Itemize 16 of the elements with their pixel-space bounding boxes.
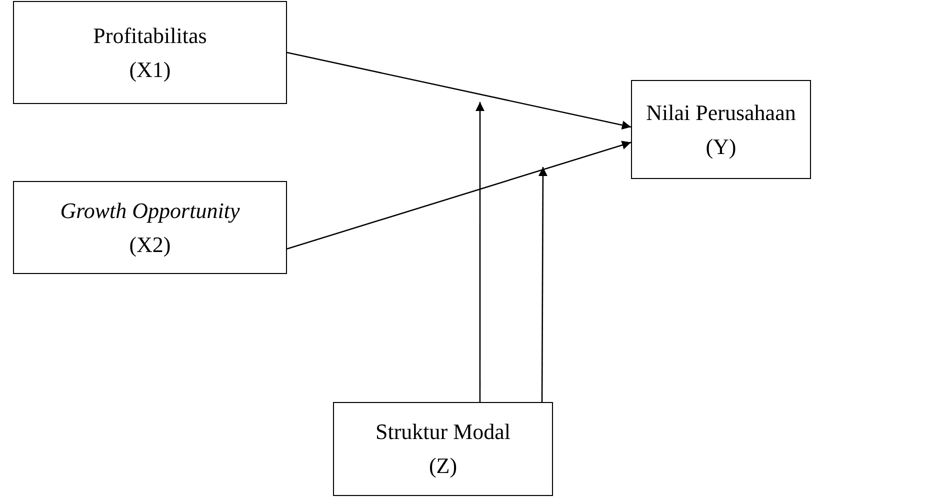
variable-name: Profitabilitas — [93, 22, 207, 50]
variable-code: (Z) — [428, 452, 458, 480]
variable-box — [631, 80, 811, 179]
variable-name: Struktur Modal — [375, 418, 511, 446]
variable-name: Nilai Perusahaan — [646, 98, 796, 126]
arrow — [476, 102, 484, 402]
variable-name: Growth Opportunity — [60, 196, 240, 225]
variable-box — [13, 181, 287, 274]
variable-code: (X2) — [129, 230, 171, 259]
variable-box — [13, 1, 287, 104]
variable-box — [333, 402, 553, 496]
arrow — [538, 167, 548, 402]
variable-code: (X1) — [129, 56, 171, 84]
arrow — [286, 52, 632, 130]
variable-code: (Y) — [706, 132, 736, 161]
arrow — [286, 140, 632, 250]
